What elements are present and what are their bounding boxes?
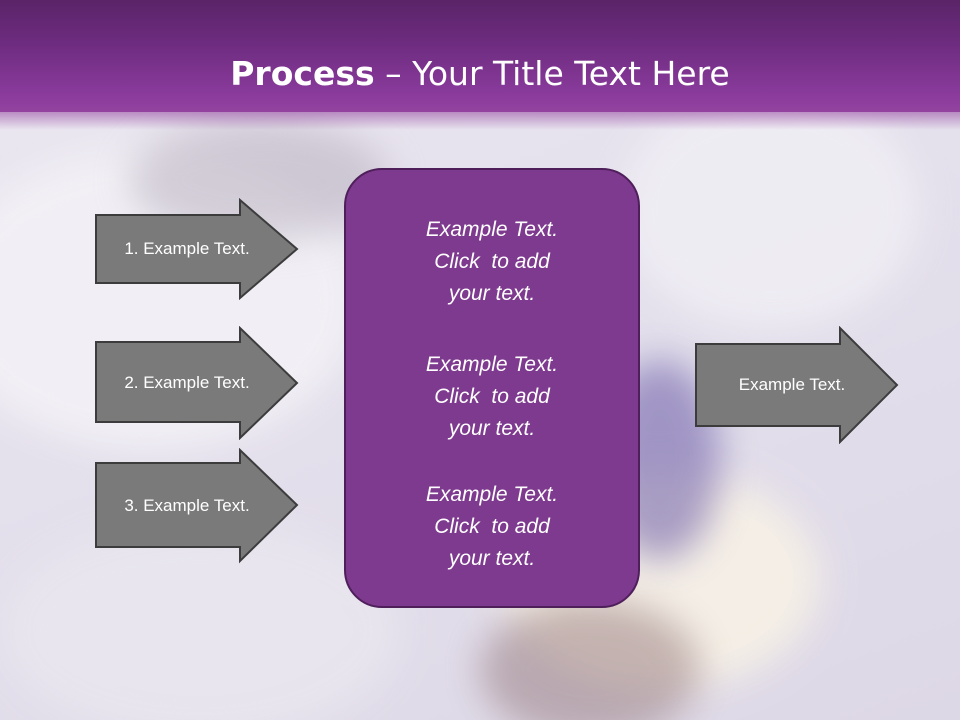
right-arrow-label: Example Text. bbox=[738, 375, 846, 394]
center-text-box[interactable]: Example Text. Click to add your text. Ex… bbox=[344, 168, 640, 608]
title-bar bbox=[0, 0, 960, 130]
background-blur bbox=[620, 90, 920, 330]
center-text-block-1: Example Text. Click to add your text. bbox=[346, 214, 638, 310]
arrow-shape bbox=[95, 448, 299, 564]
block-line: Example Text. bbox=[425, 218, 559, 241]
right-arrow[interactable]: Example Text. bbox=[694, 326, 900, 444]
left-arrow-1-label: 1. Example Text. bbox=[124, 239, 250, 258]
arrow-shape bbox=[95, 198, 299, 300]
block-line: Example Text. bbox=[425, 483, 559, 506]
block-line: Click to add bbox=[434, 250, 550, 273]
left-arrow-2-label: 2. Example Text. bbox=[124, 373, 250, 392]
background-blur bbox=[0, 520, 400, 720]
title-rest: – Your Title Text Here bbox=[374, 54, 730, 93]
slide-title[interactable]: Process – Your Title Text Here bbox=[0, 52, 960, 96]
block-line: your text. bbox=[448, 547, 536, 570]
arrow-shape bbox=[95, 326, 299, 440]
block-line: your text. bbox=[448, 417, 536, 440]
left-arrow-1[interactable]: 1. Example Text. bbox=[94, 198, 300, 300]
background-blur bbox=[480, 600, 700, 720]
block-line: Example Text. bbox=[425, 353, 559, 376]
left-arrow-3-label: 3. Example Text. bbox=[124, 496, 250, 515]
center-text-block-2: Example Text. Click to add your text. bbox=[346, 349, 638, 445]
arrow-shape bbox=[695, 326, 899, 444]
left-arrow-3[interactable]: 3. Example Text. bbox=[94, 448, 300, 564]
block-line: Click to add bbox=[434, 515, 550, 538]
block-line: your text. bbox=[448, 282, 536, 305]
title-bold: Process bbox=[230, 54, 375, 93]
center-text-block-3: Example Text. Click to add your text. bbox=[346, 479, 638, 575]
left-arrow-2[interactable]: 2. Example Text. bbox=[94, 326, 300, 440]
block-line: Click to add bbox=[434, 385, 550, 408]
